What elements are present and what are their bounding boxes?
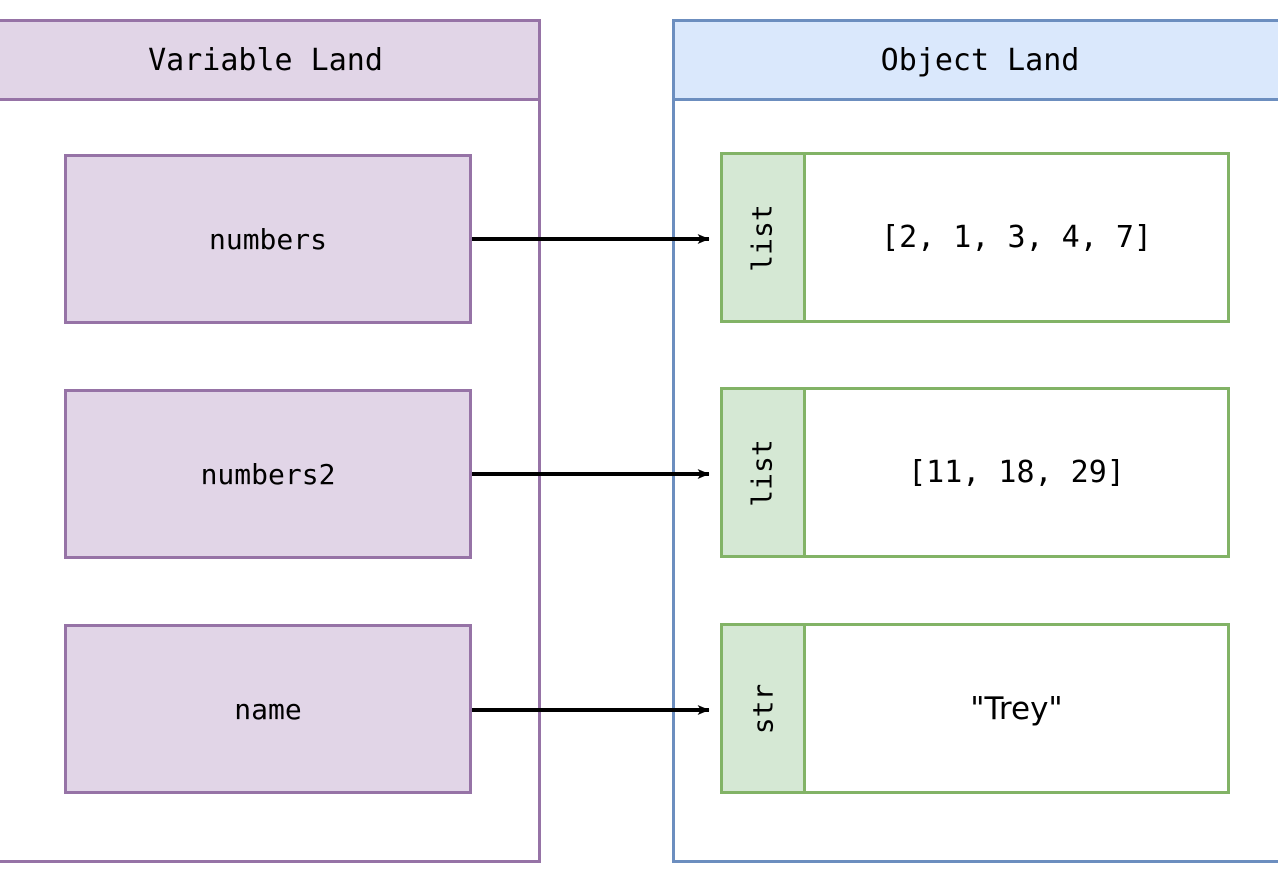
object-box-list-2[interactable]: list [11, 18, 29] [720,387,1230,558]
object-value: [11, 18, 29] [908,455,1125,490]
object-type-tag: str [723,626,806,791]
variable-label: numbers [208,222,327,256]
object-type-tag: list [723,390,806,555]
object-value: "Trey" [970,690,1063,727]
variable-box-numbers[interactable]: numbers [64,154,472,324]
variable-box-numbers2[interactable]: numbers2 [64,389,472,559]
object-type-label: str [745,683,779,734]
object-land-header: Object Land [672,19,1278,101]
object-box-list-1[interactable]: list [2, 1, 3, 4, 7] [720,152,1230,323]
variable-land-header: Variable Land [0,19,541,101]
object-type-tag: list [723,155,806,320]
variable-label: name [234,692,302,726]
object-box-str-1[interactable]: str "Trey" [720,623,1230,794]
object-type-label: list [746,438,779,507]
object-type-label: list [746,203,779,272]
variable-land-title: Variable Land [148,42,383,78]
variable-box-name[interactable]: name [64,624,472,794]
object-land-title: Object Land [880,42,1080,78]
object-value: [2, 1, 3, 4, 7] [881,220,1152,255]
variable-label: numbers2 [200,457,336,491]
